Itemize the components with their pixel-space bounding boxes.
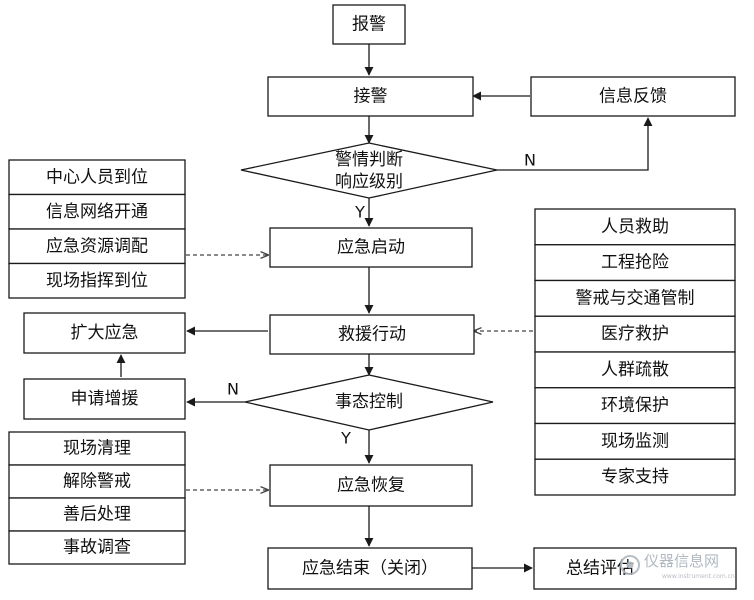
step-receive: 接警: [267, 76, 474, 117]
recover-task-label-0: 现场清理: [63, 439, 131, 459]
step-start: 应急启动: [269, 227, 473, 268]
side-expand: 扩大应急: [23, 312, 186, 354]
rescue-task-label-4: 人群疏散: [601, 360, 669, 380]
step-control-diamond: 事态控制: [244, 374, 494, 431]
start-task-box-0: [8, 159, 186, 196]
connectors: [116, 44, 653, 573]
step-end: 应急结束（关闭）: [267, 547, 473, 590]
step-control-label: 事态控制: [335, 392, 403, 412]
judge-yes-label: Y: [354, 203, 365, 222]
side-expand-label: 扩大应急: [71, 323, 139, 343]
rescue-task-label-5: 环境保护: [601, 396, 669, 416]
rescue-task-box-6: [534, 422, 736, 460]
step-summary-label: 总结评估: [566, 559, 634, 579]
step-recover: 应急恢复: [269, 464, 473, 507]
rescue-task-box-2: [534, 279, 736, 317]
step-start-label: 应急启动: [337, 238, 405, 258]
recover-task-label-2: 善后处理: [63, 505, 131, 525]
step-recover-label: 应急恢复: [337, 476, 405, 496]
rescue-task-label-7: 专家支持: [601, 467, 669, 487]
watermark-text: 仪器信息网: [644, 552, 719, 570]
step-end-label: 应急结束（关闭）: [302, 559, 438, 579]
step-receive-label: 接警: [354, 87, 388, 107]
start-task-label-2: 应急资源调配: [46, 236, 148, 256]
start-task-box-2: [8, 228, 186, 265]
side-request-label: 申请增援: [71, 389, 139, 409]
start-task-label-1: 信息网络开通: [46, 202, 148, 222]
recover-task-box-3: [8, 530, 186, 565]
watermark-subtext: www.instrument.com.cn: [662, 573, 735, 580]
step-judge-diamond: 警情判断 响应级别: [240, 142, 498, 199]
control-yes-label: Y: [340, 429, 351, 448]
step-judge-label-2: 响应级别: [335, 172, 403, 192]
arrow-judge-to-feedback: [497, 117, 653, 171]
step-report-label: 报警: [352, 15, 386, 35]
rescue-task-label-6: 现场监测: [601, 431, 669, 451]
judge-no-label: N: [524, 151, 536, 170]
side-request: 申请增援: [23, 378, 186, 420]
step-rescue-label: 救援行动: [338, 325, 406, 345]
start-task-box-1: [8, 193, 186, 230]
rescue-task-box-0: [534, 208, 736, 246]
step-report: 报警: [332, 4, 406, 45]
recover-task-label-3: 事故调查: [63, 538, 131, 558]
recover-task-label-1: 解除警戒: [63, 472, 131, 492]
watermark: 仪器信息网 www.instrument.com.cn: [620, 552, 735, 580]
recover-task-box-2: [8, 497, 186, 532]
start-task-box-3: [8, 262, 186, 299]
side-feedback: 信息反馈: [530, 76, 736, 117]
step-rescue: 救援行动: [269, 314, 475, 355]
rescue-task-label-3: 医疗救护: [601, 324, 669, 344]
rescue-task-label-0: 人员救助: [601, 217, 669, 237]
start-task-label-3: 现场指挥到位: [46, 271, 148, 291]
side-feedback-label: 信息反馈: [599, 87, 667, 107]
rescue-task-label-2: 警戒与交通管制: [576, 288, 695, 308]
watermark-logo-icon: [620, 555, 640, 575]
rescue-task-box-7: [534, 458, 736, 496]
step-summary: 总结评估: [533, 547, 737, 590]
start-task-label-0: 中心人员到位: [46, 167, 148, 187]
rescue-task-box-3: [534, 315, 736, 353]
rescue-task-box-1: [534, 244, 736, 282]
rescue-task-label-1: 工程抢险: [601, 253, 669, 273]
step-judge-label-1: 警情判断: [335, 150, 403, 170]
rescue-task-box-4: [534, 351, 736, 389]
control-no-label: N: [227, 380, 239, 399]
watermark-logo-dot: [626, 561, 634, 569]
rescue-task-box-5: [534, 387, 736, 425]
